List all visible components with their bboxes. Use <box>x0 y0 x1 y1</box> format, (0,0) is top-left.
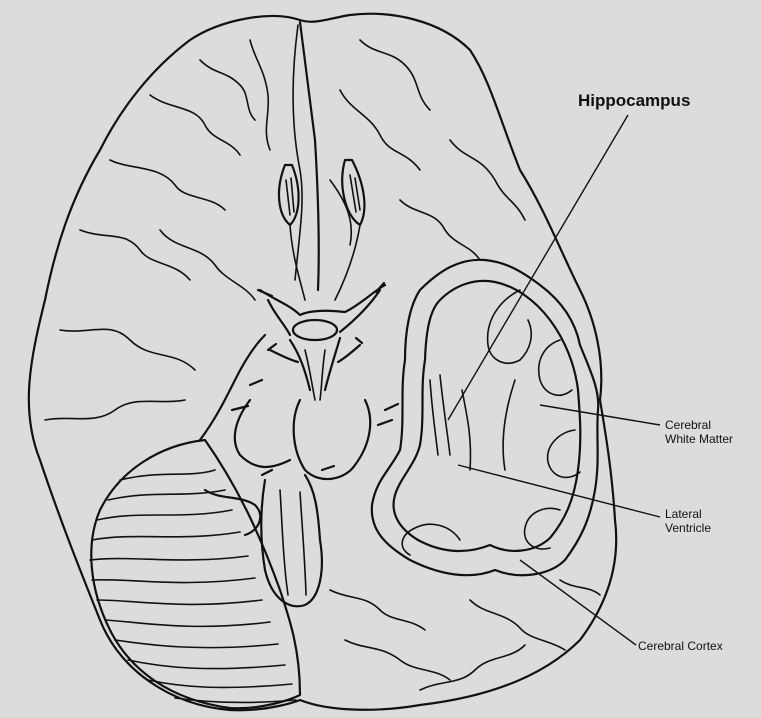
brainstem <box>205 400 370 606</box>
occipital-sulci <box>330 580 600 690</box>
white-matter-label: Cerebral White Matter <box>665 418 733 446</box>
cerebellum <box>90 440 300 708</box>
leader-lines <box>448 115 660 645</box>
fissure-left-edge <box>293 25 302 280</box>
cortex-leader <box>520 560 636 645</box>
cerebral-cortex-label: Cerebral Cortex <box>638 639 723 653</box>
optic-chiasm <box>260 285 385 400</box>
hippocampus-label: Hippocampus <box>578 91 690 111</box>
left-frontal-sulci <box>45 40 270 420</box>
lateral-ventricle-label: Lateral Ventricle <box>665 507 711 535</box>
brain-outline <box>29 14 616 710</box>
temporal-section <box>372 260 598 575</box>
white-matter-leader <box>540 405 660 425</box>
left-temporal-edge <box>200 335 265 440</box>
longitudinal-fissure <box>300 22 319 290</box>
